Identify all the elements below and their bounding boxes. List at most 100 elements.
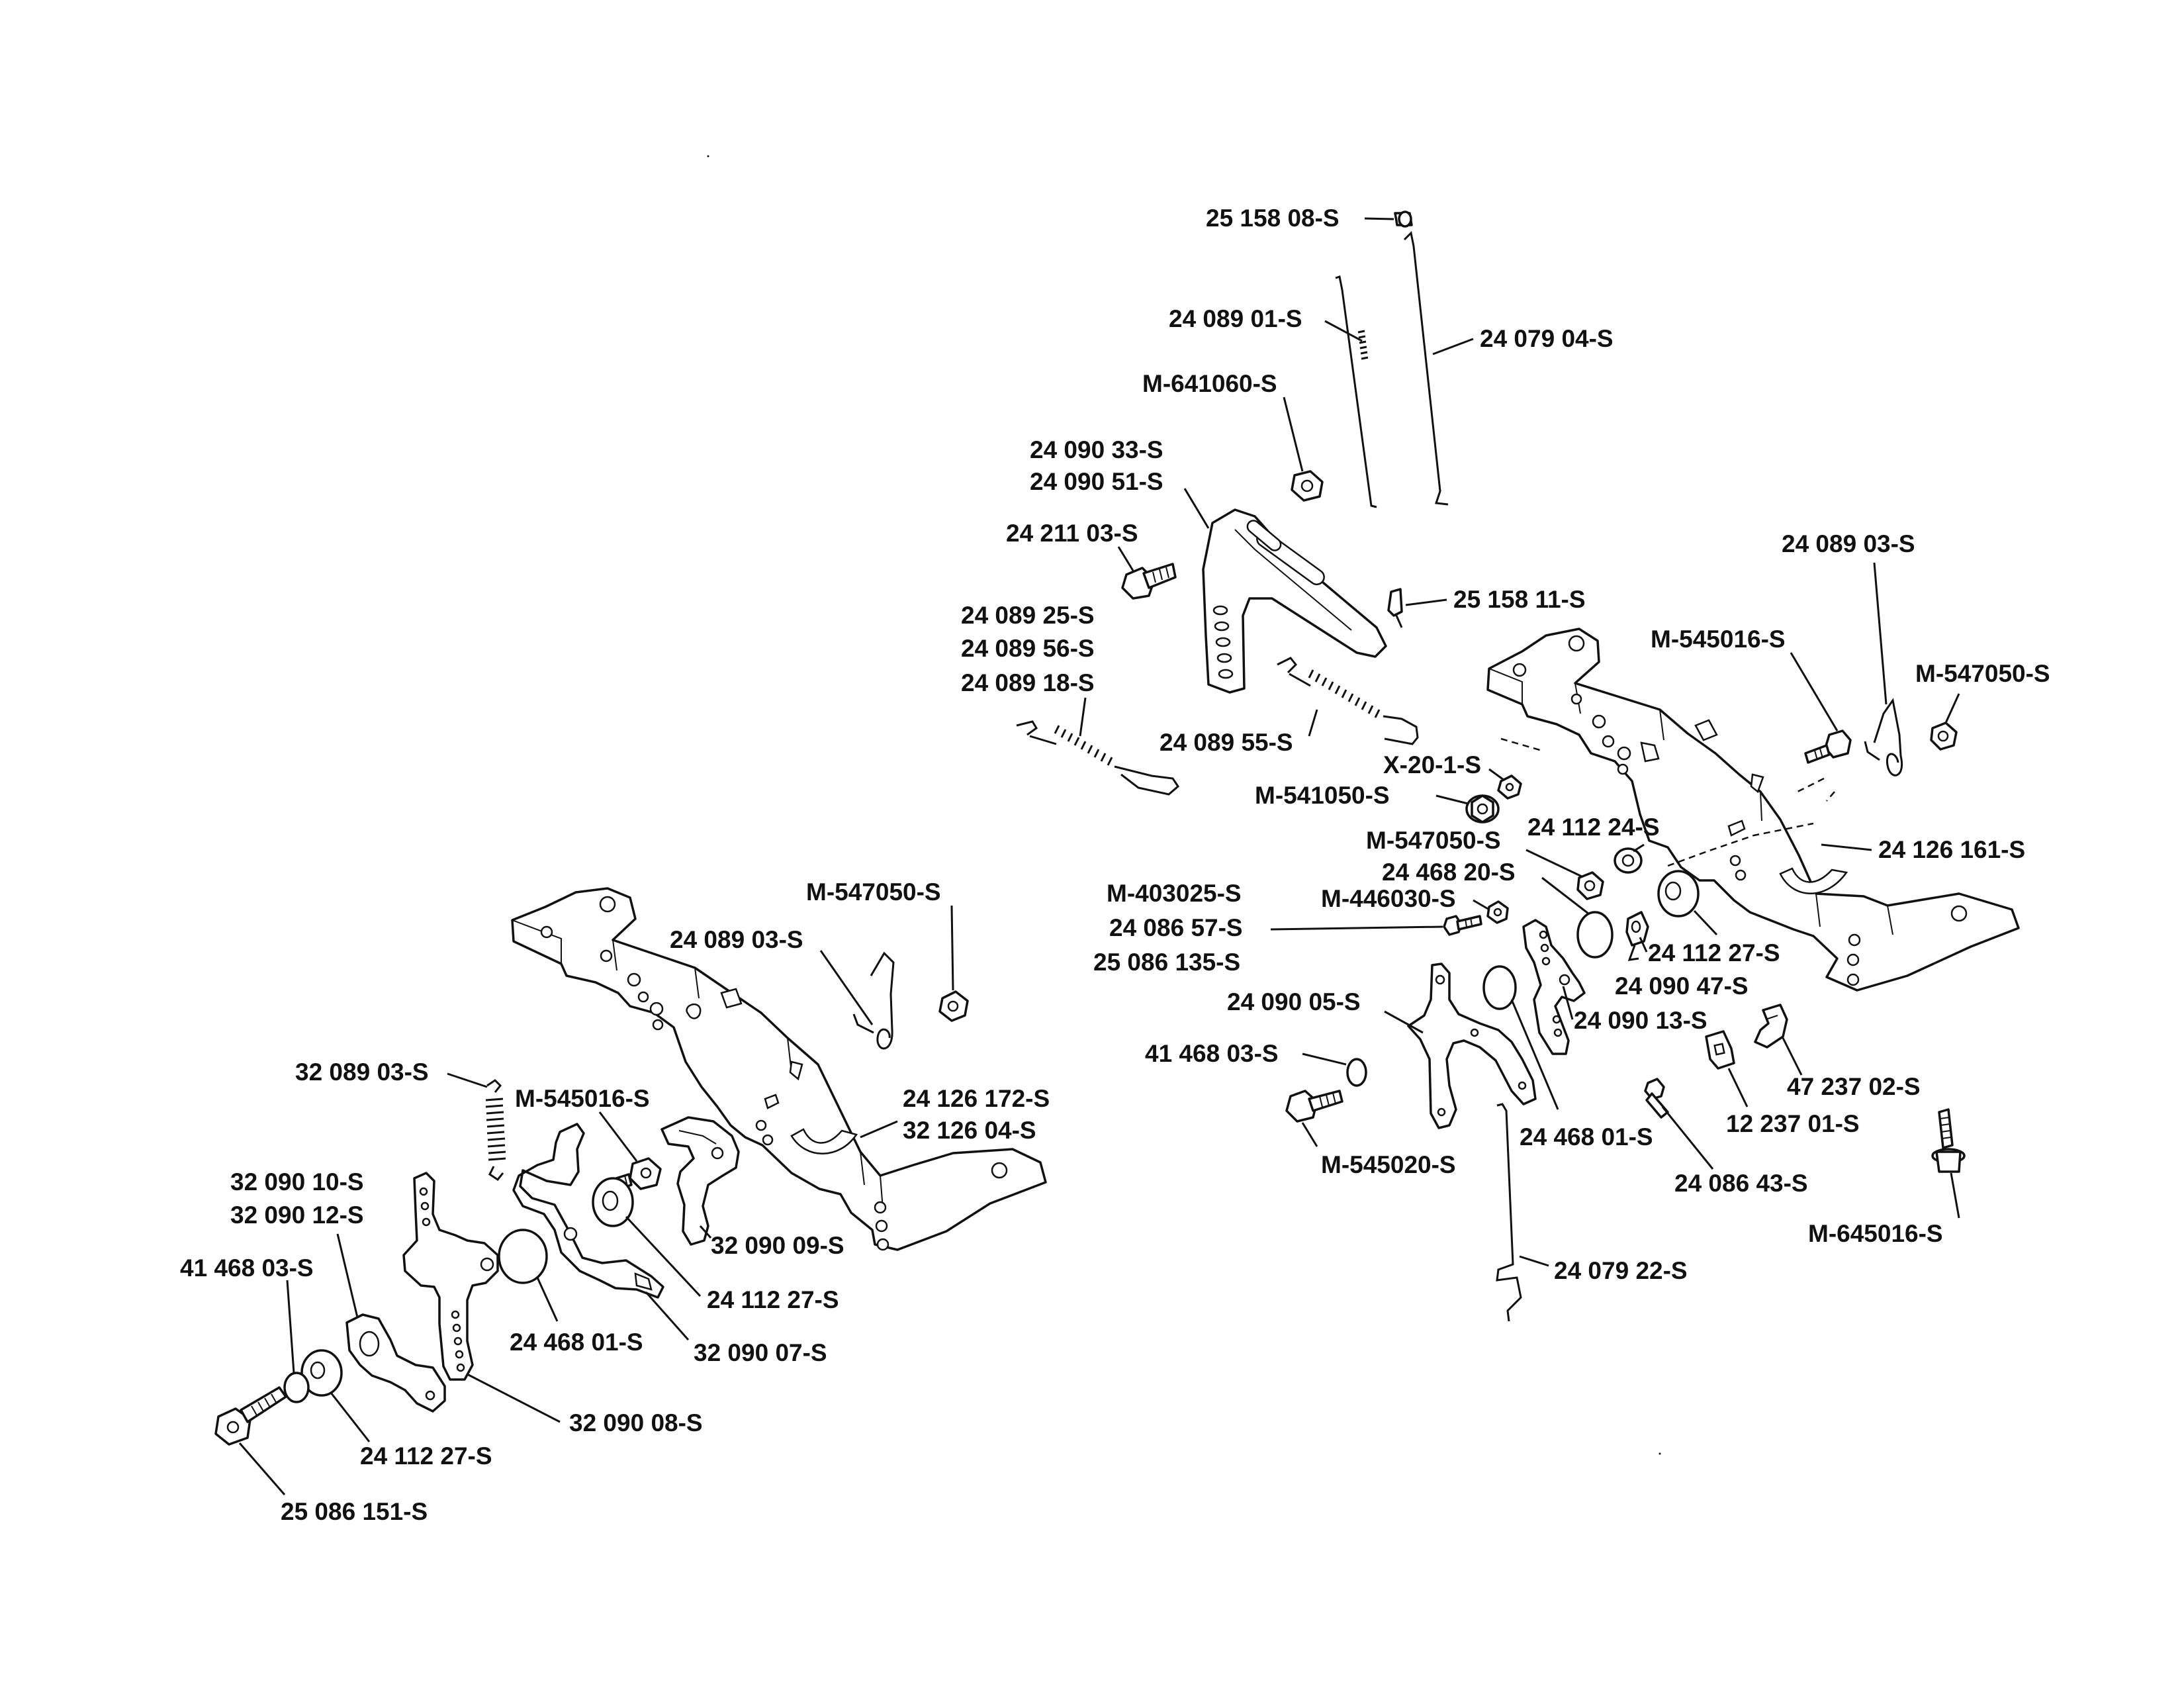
leader-m-545016-left [598, 1111, 638, 1162]
label-32-090-07: 32 090 07-S [694, 1339, 827, 1366]
part-plate-32-090-10 [345, 1313, 446, 1413]
leader-24-126-172 [860, 1120, 898, 1139]
label-24-089-18: 24 089 18-S [961, 669, 1095, 696]
label-m-641060: M-641060-S [1142, 370, 1277, 397]
label-25-086-151: 25 086 151-S [281, 1498, 428, 1525]
label-24-090-05: 24 090 05-S [1227, 988, 1361, 1015]
part-lever-32-090-08 [402, 1172, 499, 1381]
part-washer-24-468-01-right [1482, 965, 1517, 1010]
part-rod-24-079-04 [1403, 230, 1449, 506]
part-flange-nut-m-541050 [1465, 794, 1500, 823]
leader-24-089-03-right [1873, 562, 1888, 705]
part-clip-24-090-47 [1625, 911, 1649, 961]
leader-41-468-03-left [286, 1280, 295, 1374]
label-41-468-03-right: 41 468 03-S [1145, 1040, 1279, 1067]
leader-24-089-25 [1079, 697, 1087, 737]
label-24-112-27-left-1: 24 112 27-S [707, 1286, 839, 1313]
label-m-541050: M-541050-S [1255, 782, 1390, 809]
part-lever-32-090-09 [660, 1116, 740, 1246]
leader-24-089-03-left [819, 950, 874, 1025]
leader-24-112-24 [1633, 843, 1645, 853]
leader-32-090-10 [336, 1233, 359, 1318]
leader-24-112-27-right [1693, 910, 1718, 936]
label-24-089-03-left: 24 089 03-S [670, 926, 803, 953]
leader-25-158-08 [1364, 217, 1394, 220]
label-47-237-02: 47 237 02-S [1787, 1073, 1921, 1100]
part-bolt-m-545016-right [1804, 729, 1852, 764]
part-bracket-24-126-172 [511, 887, 1047, 1251]
label-x-20-1: X-20-1-S [1383, 751, 1481, 778]
part-pin-25-158-08 [1394, 211, 1413, 228]
part-clip-12-237-01 [1705, 1030, 1735, 1070]
part-lever-32-090-07 [512, 1123, 664, 1299]
label-m-547050-right-lower: M-547050-S [1366, 827, 1501, 854]
part-nut-m-547050-right-lower [1576, 871, 1604, 900]
part-washer-24-112-27-right [1657, 870, 1700, 917]
leader-25-086-151 [238, 1442, 286, 1495]
label-12-237-01: 12 237 01-S [1726, 1110, 1860, 1137]
label-24-112-24: 24 112 24-S [1527, 814, 1660, 841]
leader-24-090-05 [1384, 1010, 1424, 1034]
part-spring-32-089-03 [485, 1079, 506, 1182]
part-clip-25-158-11 [1387, 588, 1403, 628]
leader-m-645016 [1950, 1172, 1960, 1219]
label-24-089-56: 24 089 56-S [961, 635, 1095, 662]
label-41-468-03-left: 41 468 03-S [180, 1254, 314, 1282]
leader-32-089-03 [447, 1072, 488, 1088]
leader-24-090-33 [1183, 488, 1210, 529]
label-24-468-01-left: 24 468 01-S [510, 1329, 643, 1356]
label-24-468-01-right: 24 468 01-S [1520, 1123, 1653, 1150]
part-washer-24-112-27-left-1 [592, 1177, 634, 1227]
label-m-403025: M-403025-S [1107, 880, 1242, 907]
part-nut-x-20-1 [1497, 774, 1522, 800]
part-bolt-24-086-43 [1644, 1078, 1669, 1119]
leader-m-541050 [1435, 794, 1469, 805]
speck [1659, 1452, 1661, 1455]
leader-24-089-55 [1308, 709, 1318, 737]
part-torsion-spring-24-089-03-right [1864, 698, 1903, 776]
leader-m-545016-right [1790, 652, 1839, 731]
label-24-112-27-left-2: 24 112 27-S [360, 1442, 492, 1470]
label-m-545020: M-545020-S [1321, 1151, 1456, 1178]
part-lever-24-090-33 [1202, 508, 1387, 694]
leader-m-547050-left [950, 905, 954, 991]
speck [707, 155, 709, 158]
label-24-089-01: 24 089 01-S [1169, 305, 1302, 332]
label-m-446030: M-446030-S [1321, 885, 1456, 912]
label-32-090-10: 32 090 10-S [230, 1168, 364, 1196]
leader-12-237-01 [1727, 1068, 1749, 1107]
label-25-086-135: 25 086 135-S [1093, 949, 1240, 976]
part-bolt-24-086-57 [1443, 915, 1482, 936]
label-m-547050-right-upper: M-547050-S [1915, 660, 2050, 687]
leader-24-468-01-left [536, 1277, 559, 1322]
part-nut-m-547050-right-upper [1930, 722, 1958, 751]
leader-32-090-07 [645, 1291, 690, 1340]
part-rod-24-079-22 [1496, 1103, 1522, 1322]
leader-32-090-08 [467, 1373, 561, 1423]
leader-25-158-11 [1405, 598, 1447, 606]
part-spring-rod-24-089-01 [1335, 275, 1377, 508]
part-washer-24-468-01-left [498, 1229, 548, 1284]
part-bolt-25-086-151 [214, 1386, 287, 1446]
label-24-086-57: 24 086 57-S [1109, 914, 1243, 941]
part-spring-24-089-55 [1277, 657, 1419, 745]
leader-24-079-22 [1519, 1255, 1549, 1267]
label-m-547050-left: M-547050-S [806, 878, 941, 906]
label-24-468-20: 24 468 20-S [1382, 859, 1516, 886]
left-assembly [214, 887, 1047, 1495]
leader-47-237-02 [1782, 1037, 1803, 1076]
part-washer-24-468-20 [1576, 911, 1614, 959]
right-assembly [1016, 211, 2020, 1322]
label-24-089-03-right: 24 089 03-S [1782, 530, 1915, 557]
label-24-090-51: 24 090 51-S [1030, 468, 1163, 495]
part-washer-41-468-03-right [1346, 1058, 1367, 1087]
leader-m-446030 [1473, 899, 1490, 911]
label-24-090-13: 24 090 13-S [1574, 1007, 1707, 1034]
part-bracket-24-126-161 [1486, 628, 2020, 992]
label-32-089-03: 32 089 03-S [295, 1058, 429, 1086]
leader-x-20-1 [1488, 768, 1504, 781]
part-torsion-spring-24-089-03-left [852, 951, 895, 1050]
leader-24-090-47 [1639, 937, 1648, 953]
part-nut-m-547050-left [938, 990, 969, 1022]
